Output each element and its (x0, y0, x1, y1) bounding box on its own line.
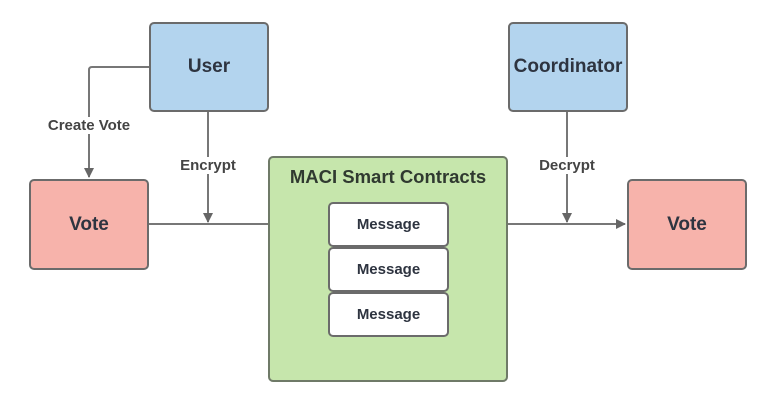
vote-node-left[interactable]: Vote (29, 179, 149, 270)
coordinator-label: Coordinator (513, 56, 623, 77)
user-node[interactable]: User (149, 22, 269, 112)
contracts-title: MACI Smart Contracts (289, 166, 487, 187)
decrypt-label: Decrypt (537, 157, 597, 174)
message-label: Message (356, 216, 421, 233)
create-vote-label: Create Vote (45, 117, 133, 134)
message-node[interactable]: Message (328, 292, 449, 337)
message-label: Message (356, 306, 421, 323)
create-vote-connector (84, 66, 149, 178)
encrypt-label: Encrypt (178, 157, 238, 174)
vote-right-label: Vote (667, 213, 707, 235)
coordinator-node[interactable]: Coordinator (508, 22, 628, 112)
message-label: Message (356, 261, 421, 278)
user-label: User (187, 56, 231, 77)
message-node[interactable]: Message (328, 247, 449, 292)
vote-left-label: Vote (69, 213, 109, 235)
vote-node-right[interactable]: Vote (627, 179, 747, 270)
message-node[interactable]: Message (328, 202, 449, 247)
